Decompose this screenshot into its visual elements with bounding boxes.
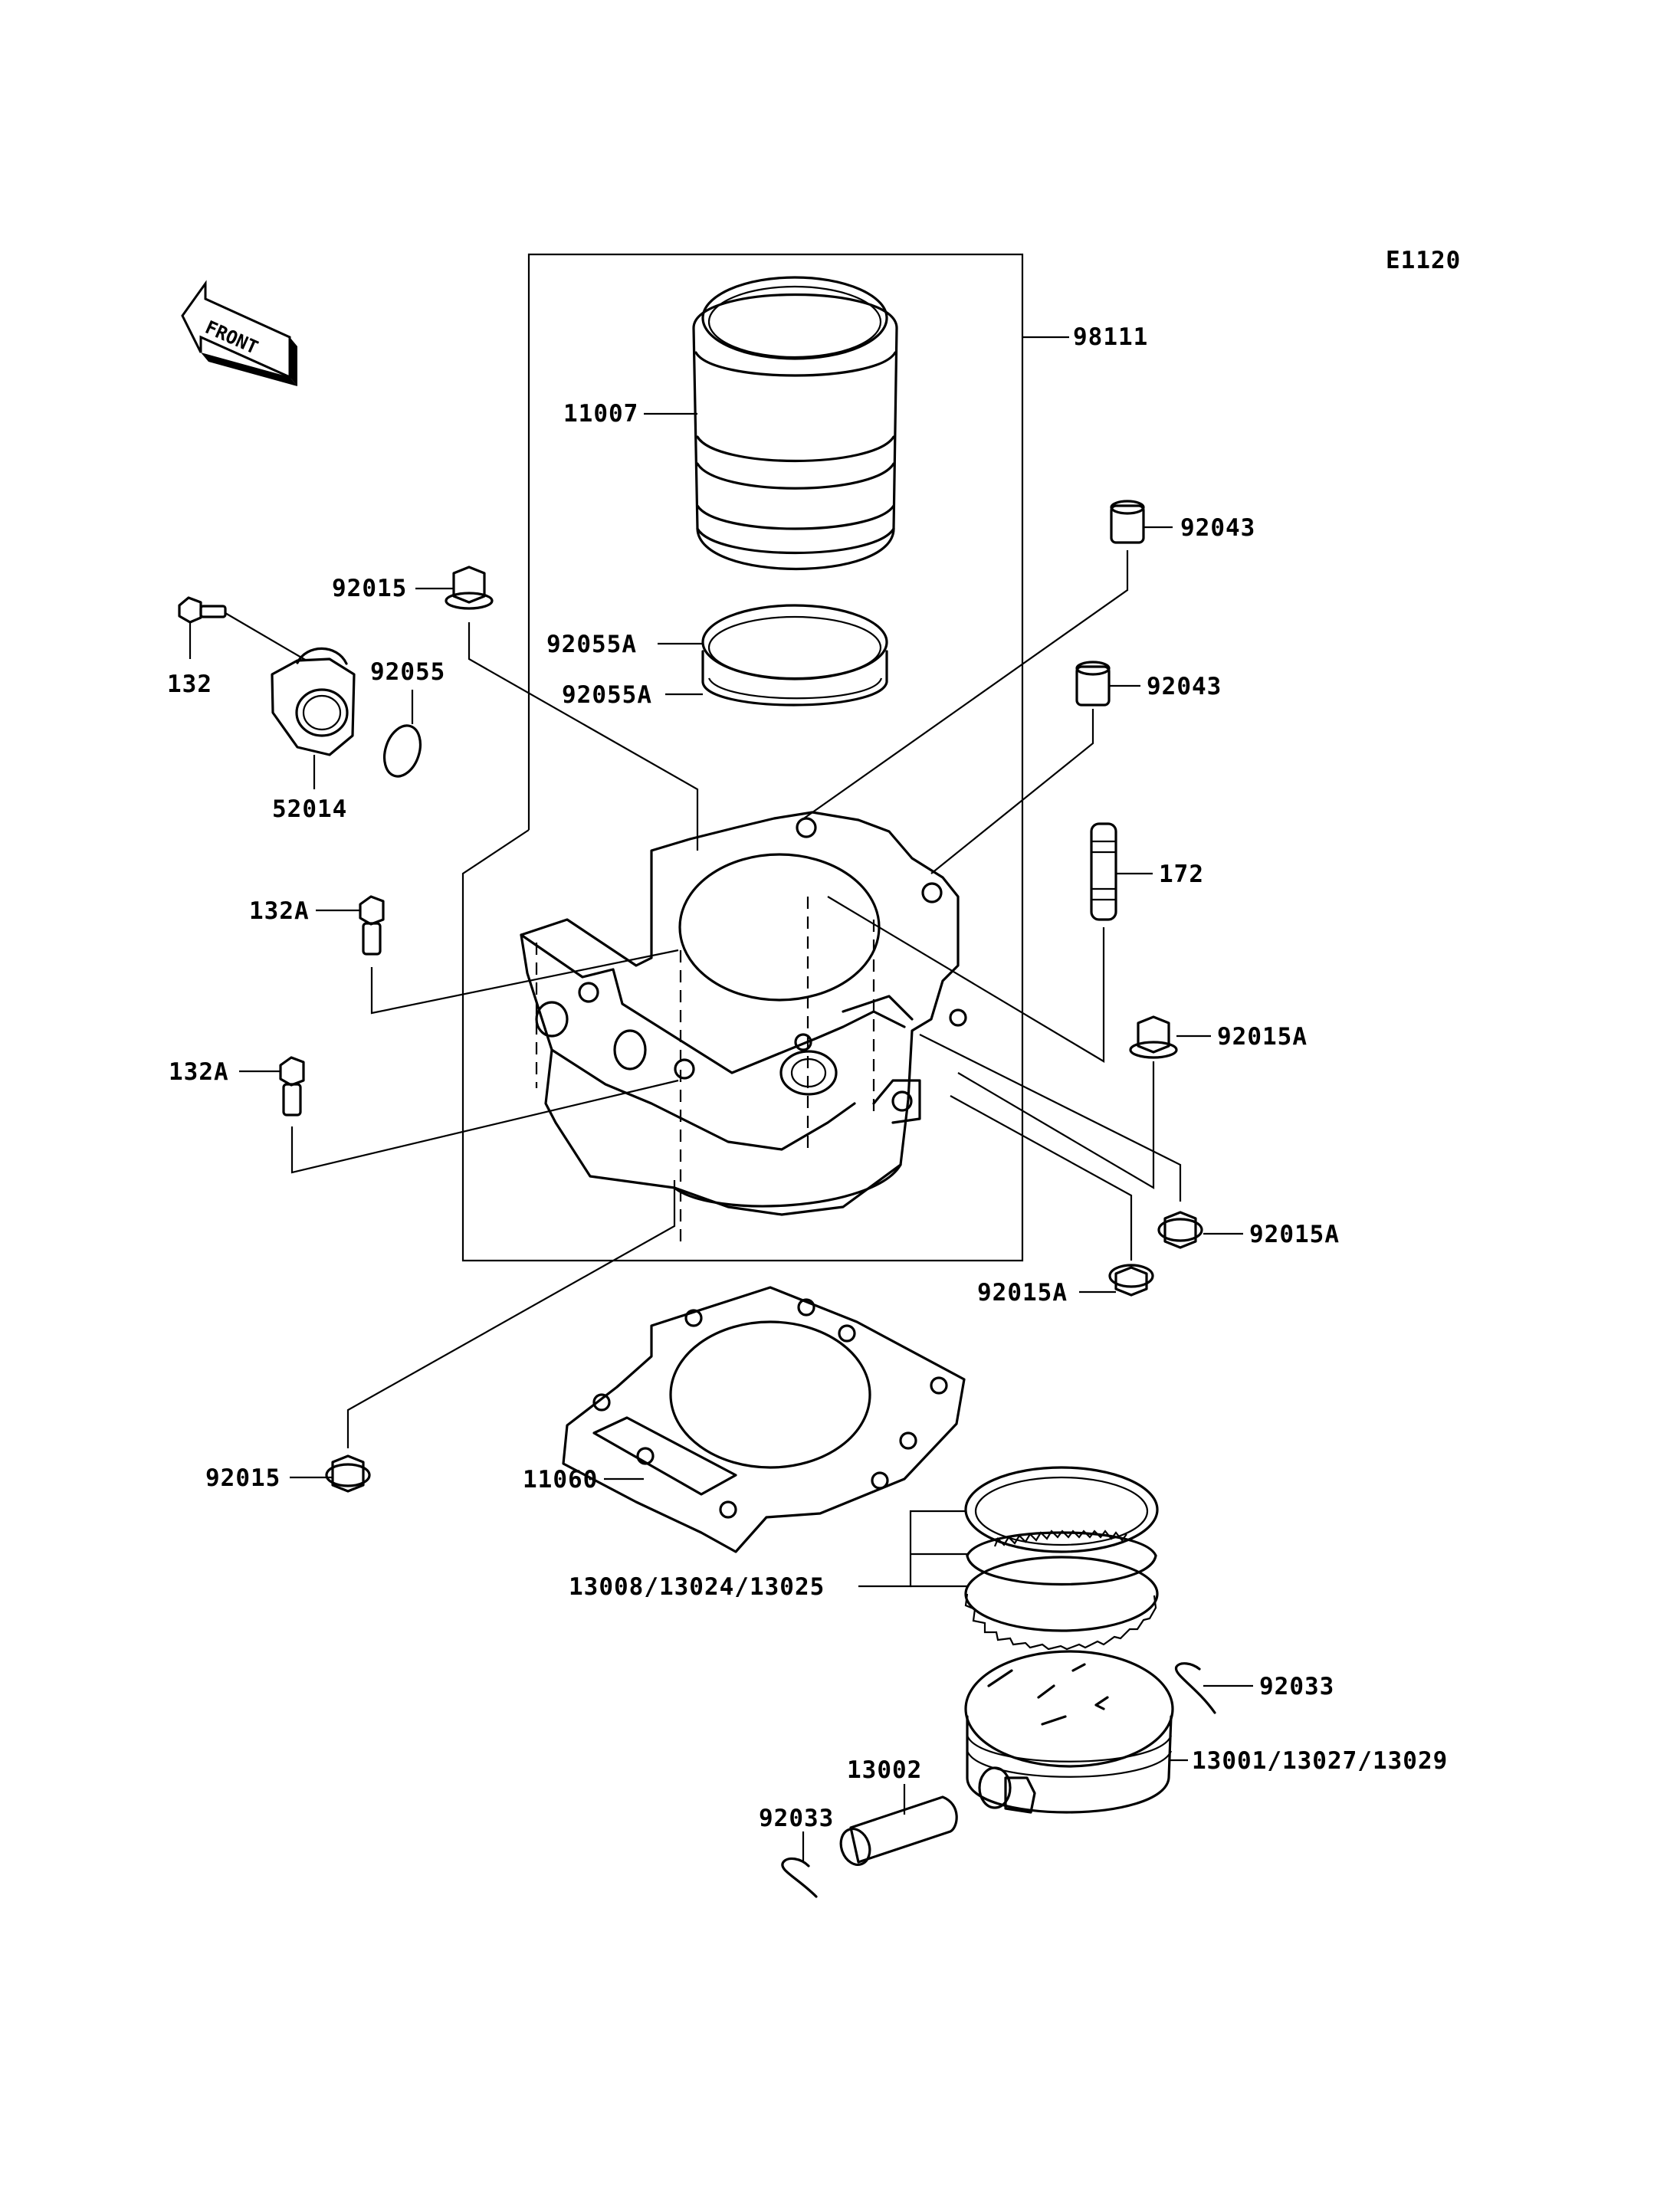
circlip-left bbox=[781, 1857, 818, 1898]
cylinder-assembly-bracket bbox=[461, 253, 1069, 1262]
label-92015-top: 92015 bbox=[332, 575, 407, 602]
label-98111: 98111 bbox=[1073, 323, 1148, 351]
dowel-pin-middle bbox=[1075, 661, 1111, 707]
piston bbox=[964, 1650, 1174, 1814]
label-92043-top: 92043 bbox=[1180, 514, 1255, 542]
circlip-right bbox=[1174, 1662, 1216, 1714]
label-92015a-2: 92015A bbox=[1249, 1221, 1340, 1248]
label-92055: 92055 bbox=[370, 658, 445, 686]
label-132a-1: 132A bbox=[249, 897, 310, 925]
cylinder-base-gasket bbox=[562, 1286, 966, 1553]
label-92055a-2: 92055A bbox=[562, 681, 652, 709]
piston-pin bbox=[839, 1795, 958, 1866]
bolt-132a-lower bbox=[279, 1056, 305, 1117]
label-92043-mid: 92043 bbox=[1147, 673, 1222, 700]
label-13001-13027-13029: 13001/13027/13029 bbox=[1192, 1747, 1448, 1775]
label-11060: 11060 bbox=[523, 1466, 598, 1494]
o-ring-92055 bbox=[382, 724, 422, 778]
flange-nut-a3 bbox=[1108, 1264, 1154, 1297]
flange-nut-a1 bbox=[1129, 1015, 1178, 1059]
bolt-132 bbox=[178, 596, 227, 624]
o-ring-92055a-pair bbox=[701, 604, 888, 707]
flange-nut-top bbox=[445, 566, 494, 610]
diagram-code: E1120 bbox=[1386, 247, 1461, 274]
label-13002: 13002 bbox=[847, 1756, 922, 1784]
label-172: 172 bbox=[1159, 861, 1204, 888]
flange-nut-a2 bbox=[1157, 1211, 1203, 1249]
label-132a-2: 132A bbox=[169, 1058, 229, 1086]
label-92015a-3: 92015A bbox=[977, 1279, 1068, 1307]
water-fitting bbox=[271, 647, 356, 756]
label-52014: 52014 bbox=[272, 795, 347, 823]
label-92033-right: 92033 bbox=[1259, 1673, 1334, 1700]
label-132: 132 bbox=[167, 671, 212, 698]
label-11007: 11007 bbox=[563, 400, 638, 428]
piston-ring-set bbox=[964, 1466, 1159, 1651]
cylinder-block bbox=[520, 811, 967, 1216]
cylinder-liner bbox=[692, 276, 898, 571]
bolt-132a-upper bbox=[359, 895, 385, 956]
stud-bolt bbox=[1090, 822, 1117, 921]
front-direction-badge: FRONT bbox=[181, 280, 297, 386]
label-92033-left: 92033 bbox=[759, 1805, 834, 1832]
label-13008-13024-13025: 13008/13024/13025 bbox=[569, 1573, 825, 1601]
label-92015-bottom: 92015 bbox=[205, 1464, 281, 1492]
flange-nut-bottom bbox=[325, 1454, 371, 1493]
label-92055a-1: 92055A bbox=[546, 631, 637, 658]
dowel-pin-upper bbox=[1110, 500, 1145, 544]
label-92015a-1: 92015A bbox=[1217, 1023, 1308, 1051]
